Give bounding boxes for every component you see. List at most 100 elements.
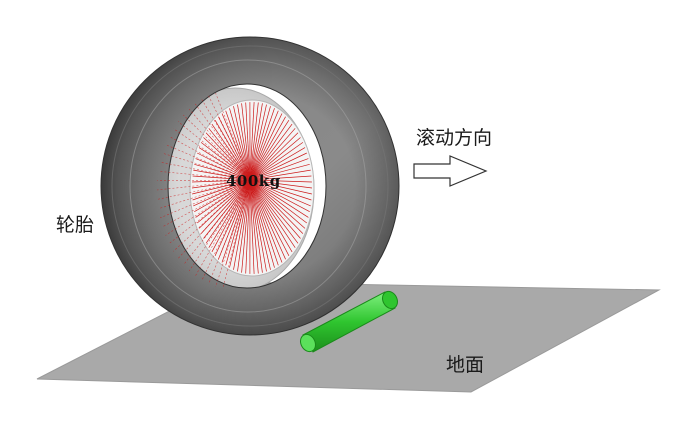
spoke-line <box>194 179 251 213</box>
spoke-line <box>241 179 251 273</box>
spoke-line <box>249 179 311 207</box>
spoke-line <box>218 116 251 181</box>
spoke-line-hidden <box>162 179 251 228</box>
spoke-line-hidden <box>201 179 251 281</box>
right-outline-arrow-icon <box>413 155 488 187</box>
spoke-line <box>249 179 286 260</box>
spoke-line <box>193 179 251 207</box>
spoke-line <box>249 179 309 218</box>
spoke-line-hidden <box>177 121 251 181</box>
spoke-line-hidden <box>173 128 251 181</box>
spoke-line-hidden <box>183 114 251 181</box>
spoke-line <box>229 179 251 268</box>
spoke-line <box>249 179 308 224</box>
spoke-line <box>249 147 306 181</box>
spoke-line-hidden <box>156 179 251 191</box>
spoke-line <box>249 102 259 181</box>
spoke-line <box>221 179 251 263</box>
spoke-line-hidden <box>165 144 251 181</box>
spoke-line-hidden <box>188 108 251 181</box>
spoke-line-hidden <box>173 179 251 252</box>
spoke-line <box>225 110 251 181</box>
spoke-line <box>214 120 251 181</box>
spoke-line-hidden <box>215 92 251 181</box>
spoke-line <box>218 179 251 260</box>
spoke-line <box>249 110 279 181</box>
spoke-line-hidden <box>158 171 251 181</box>
spoke-line-hidden <box>160 161 251 181</box>
tire-shading <box>101 37 399 335</box>
spoke-line <box>249 179 312 183</box>
spoke-line-hidden <box>177 179 251 259</box>
spoke-line <box>249 179 267 272</box>
spoke-line <box>249 116 286 181</box>
spoke-line <box>196 179 251 224</box>
spoke-line <box>208 179 251 248</box>
spoke-line <box>249 179 312 201</box>
spoke-line <box>249 152 307 181</box>
mass-label: 400kg <box>226 172 281 190</box>
spoke-line <box>249 179 255 274</box>
spoke-line <box>245 102 251 181</box>
spoke-line <box>249 123 293 181</box>
spoke-line <box>249 137 301 181</box>
tire-tread-band <box>111 45 389 327</box>
spoke-line <box>249 179 310 213</box>
spoke-line <box>249 179 301 239</box>
spoke-line-hidden <box>159 179 251 219</box>
spoke-line <box>249 103 263 181</box>
spoke-line <box>249 179 259 274</box>
spoke-line <box>198 179 251 229</box>
spoke-line <box>249 179 271 270</box>
ground-label: 地面 <box>446 354 485 376</box>
spoke-line <box>195 179 251 218</box>
spoke-line-hidden <box>157 179 251 181</box>
spoke-line <box>249 179 313 189</box>
spoke-line-hidden <box>162 152 251 181</box>
spoke-line <box>203 137 251 181</box>
spoke-line <box>211 123 251 181</box>
spoke-line <box>211 179 251 253</box>
spoke-line <box>208 128 251 181</box>
spoke-line <box>249 169 311 181</box>
spoke-line <box>249 179 283 263</box>
spoke-line <box>249 104 267 181</box>
spoke-line <box>200 142 251 181</box>
spoke-line <box>249 113 283 181</box>
spoke-line <box>249 179 290 256</box>
spoke-line <box>249 128 296 181</box>
spoke-line <box>198 147 251 181</box>
spoke-line <box>249 142 304 181</box>
spoke-line <box>249 158 309 181</box>
spoke-line-hidden <box>168 179 251 244</box>
spoke-line <box>192 179 251 195</box>
spoke-line-hidden <box>183 179 251 266</box>
spoke-line <box>249 179 304 234</box>
spoke-line <box>249 179 263 273</box>
spoke-line <box>249 179 306 229</box>
tire-tread-band <box>129 59 367 313</box>
spoke-line <box>249 106 271 181</box>
spoke-line <box>237 179 251 272</box>
rim-spokes <box>156 92 313 289</box>
spoke-line-hidden <box>215 179 251 287</box>
spoke-line <box>249 179 296 248</box>
spoke-line-hidden <box>222 179 251 289</box>
cylinder-obstacle <box>300 290 398 353</box>
spoke-line <box>249 179 275 268</box>
spoke-line-hidden <box>208 179 251 285</box>
spoke-line <box>205 132 251 181</box>
spoke-line <box>233 179 251 270</box>
rolling-direction-label: 滚动方向 <box>416 127 493 149</box>
spoke-line <box>249 179 293 253</box>
spoke-line <box>249 179 299 244</box>
spoke-line <box>249 108 275 181</box>
spoke-line <box>249 179 279 266</box>
spoke-line-hidden <box>165 179 251 236</box>
tire-label: 轮胎 <box>56 214 95 236</box>
spoke-line-hidden <box>195 179 251 277</box>
spoke-line <box>249 163 310 181</box>
spoke-line <box>249 120 290 181</box>
spoke-line <box>245 179 251 274</box>
